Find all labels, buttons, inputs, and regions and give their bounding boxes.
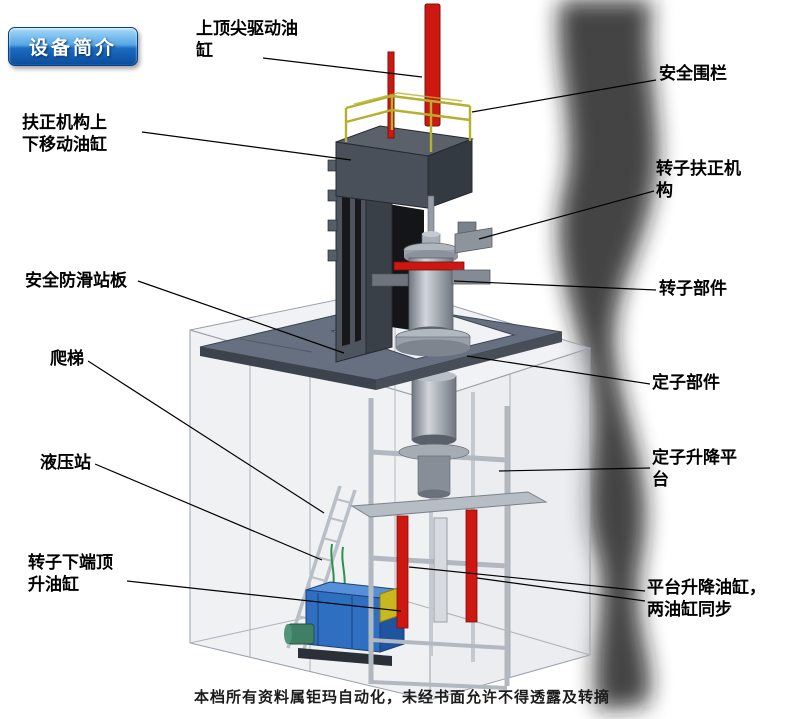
leader-rotor-jack <box>126 580 402 612</box>
platform-lift-cylinder-rods <box>396 509 478 629</box>
leader-antislip <box>137 280 345 354</box>
leader-stator-platform <box>498 467 651 472</box>
rotor-centering-mechanism <box>451 221 493 285</box>
leader-rotor-part <box>453 280 657 291</box>
leader-hydraulic <box>94 463 323 561</box>
label-rotor-part: 转子部件 <box>659 279 727 298</box>
top-drive-cylinder <box>387 3 441 139</box>
label-ladder: 爬梯 <box>50 349 84 368</box>
leader-top-cylinder <box>262 57 423 78</box>
hydraulic-station-unit <box>284 581 405 666</box>
lift-platform-beam <box>350 491 548 518</box>
stator-assembly <box>398 370 470 499</box>
footer-text: 本档所有资料属钜玛自动化，未经书面允许不得透露及转摘 <box>193 689 610 706</box>
safety-railing <box>344 92 472 152</box>
rotor-red-band <box>393 261 465 271</box>
antislip-platform-plates <box>199 303 563 390</box>
leader-stator-part <box>466 355 651 385</box>
label-safety-fence: 安全围栏 <box>659 64 727 83</box>
leader-ladder <box>87 360 325 514</box>
hydraulic-valve-block <box>379 587 399 623</box>
rotor-assembly <box>371 195 471 357</box>
background-shadow <box>558 0 658 710</box>
leader-safety-fence <box>471 79 657 113</box>
leader-rotor-centering <box>478 190 655 240</box>
leader-platform-cyl-b <box>476 577 646 602</box>
label-stator-part: 定子部件 <box>652 373 720 392</box>
leader-platform-cyl-a <box>408 566 646 592</box>
label-platform-lift-cylinders: 平台升降油缸， 两油缸同步 <box>647 578 766 620</box>
label-centering-updown-cyl: 扶正机构上 下移动油缸 <box>22 113 107 155</box>
equipment-intro-badge: 设备简介 <box>8 27 138 66</box>
leader-centering-updown <box>141 131 352 161</box>
label-hydraulic-station: 液压站 <box>40 453 91 472</box>
badge-label: 设备简介 <box>28 38 117 59</box>
label-top-drive-cylinder: 上顶尖驱动油 缸 <box>196 19 298 61</box>
leader-lines <box>87 57 657 612</box>
label-rotor-centering: 转子扶正机 构 <box>656 159 741 201</box>
label-rotor-jack-cylinder: 转子下端顶 升油缸 <box>28 553 113 595</box>
label-stator-lift-platform: 定子升降平 台 <box>652 448 737 490</box>
label-antislip-plate: 安全防滑站板 <box>25 271 127 290</box>
